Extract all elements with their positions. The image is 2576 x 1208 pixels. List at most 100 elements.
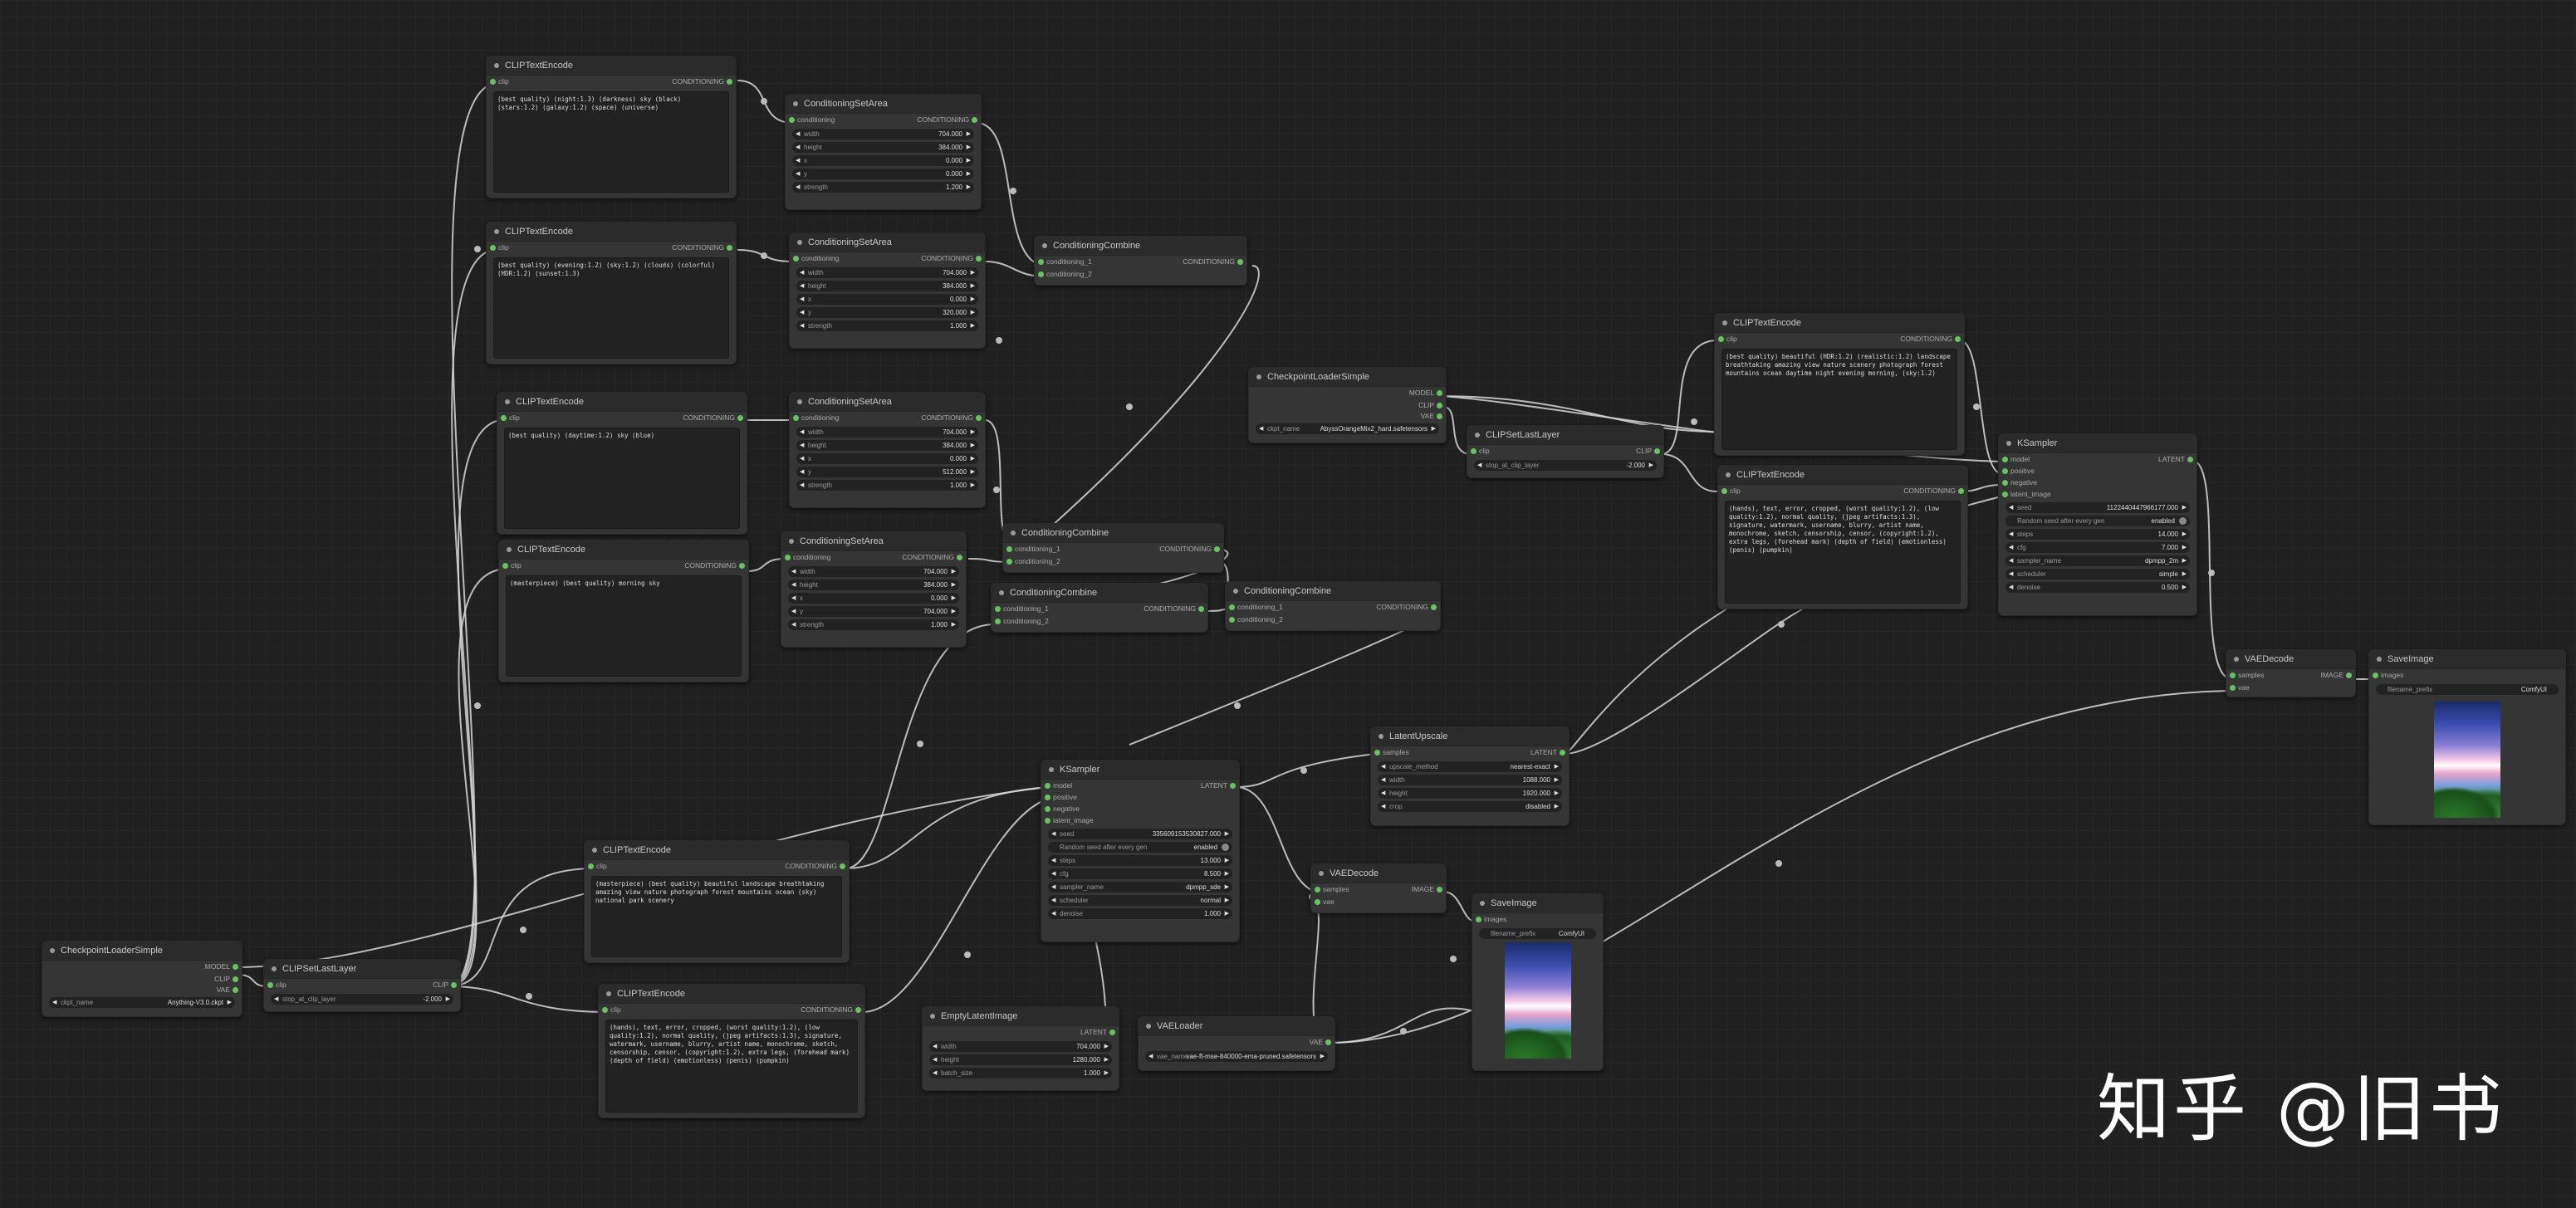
prompt-textarea[interactable]: (best quality) (daytime:1.2) sky (blue) — [504, 428, 740, 529]
prompt-textarea[interactable]: (best quality) beautiful (HDR:1.2) (real… — [1721, 349, 1957, 450]
input-port[interactable] — [2002, 457, 2008, 462]
output-port[interactable] — [737, 415, 743, 421]
input-port[interactable] — [1045, 818, 1050, 824]
input-port[interactable] — [793, 256, 799, 262]
stop-at-clip-layer-widget[interactable]: ◀stop_at_clip_layer-2.000▶ — [1474, 460, 1657, 471]
output-port[interactable] — [233, 976, 238, 982]
input-port[interactable] — [490, 245, 496, 251]
input-port[interactable] — [2373, 672, 2378, 678]
input-port[interactable] — [1045, 795, 1050, 800]
input-port[interactable] — [267, 982, 273, 988]
output-port[interactable] — [1437, 887, 1442, 893]
input-port[interactable] — [2002, 480, 2008, 486]
input-port[interactable] — [1229, 617, 1235, 623]
output-port[interactable] — [727, 79, 732, 85]
output-port[interactable] — [1437, 390, 1442, 396]
output-port[interactable] — [727, 245, 732, 251]
image-preview[interactable] — [2434, 702, 2500, 818]
input-port[interactable] — [588, 863, 594, 869]
input-port[interactable] — [1315, 887, 1320, 893]
input-port[interactable] — [1721, 488, 1727, 494]
input-port[interactable] — [1006, 559, 1012, 565]
output-port[interactable] — [2346, 672, 2352, 678]
output-port[interactable] — [1214, 546, 1220, 552]
prompt-textarea[interactable]: (masterpiece) (best quality) beautiful l… — [591, 876, 842, 957]
image-preview[interactable] — [1504, 942, 1571, 1059]
output-port[interactable] — [1325, 1039, 1331, 1045]
input-port[interactable] — [1045, 783, 1050, 789]
input-port[interactable] — [1476, 917, 1481, 922]
output-port[interactable] — [233, 964, 238, 970]
output-port[interactable] — [972, 117, 977, 123]
output-port[interactable] — [957, 555, 962, 560]
input-port[interactable] — [1471, 448, 1477, 454]
output-port[interactable] — [739, 563, 745, 569]
output-port[interactable] — [840, 863, 845, 869]
output-port[interactable] — [1109, 1029, 1115, 1035]
input-port[interactable] — [490, 79, 496, 85]
output-port[interactable] — [1198, 606, 1204, 612]
prompt-textarea[interactable]: (hands), text, error, cropped, (worst qu… — [605, 1020, 858, 1113]
input-port[interactable] — [995, 606, 1001, 612]
input-port[interactable] — [2002, 492, 2008, 497]
output-port[interactable] — [1955, 336, 1961, 342]
output-port[interactable] — [1437, 403, 1442, 408]
output-port[interactable] — [1230, 783, 1236, 789]
input-port[interactable] — [1038, 259, 1044, 265]
output-port[interactable] — [233, 987, 238, 993]
prompt-textarea[interactable]: (hands), text, error, cropped, (worst qu… — [1725, 501, 1961, 604]
input-port[interactable] — [2002, 468, 2008, 474]
input-port[interactable] — [1229, 604, 1235, 610]
output-port[interactable] — [1654, 448, 1660, 454]
output-port[interactable] — [1431, 604, 1437, 610]
input-port[interactable] — [785, 555, 791, 560]
